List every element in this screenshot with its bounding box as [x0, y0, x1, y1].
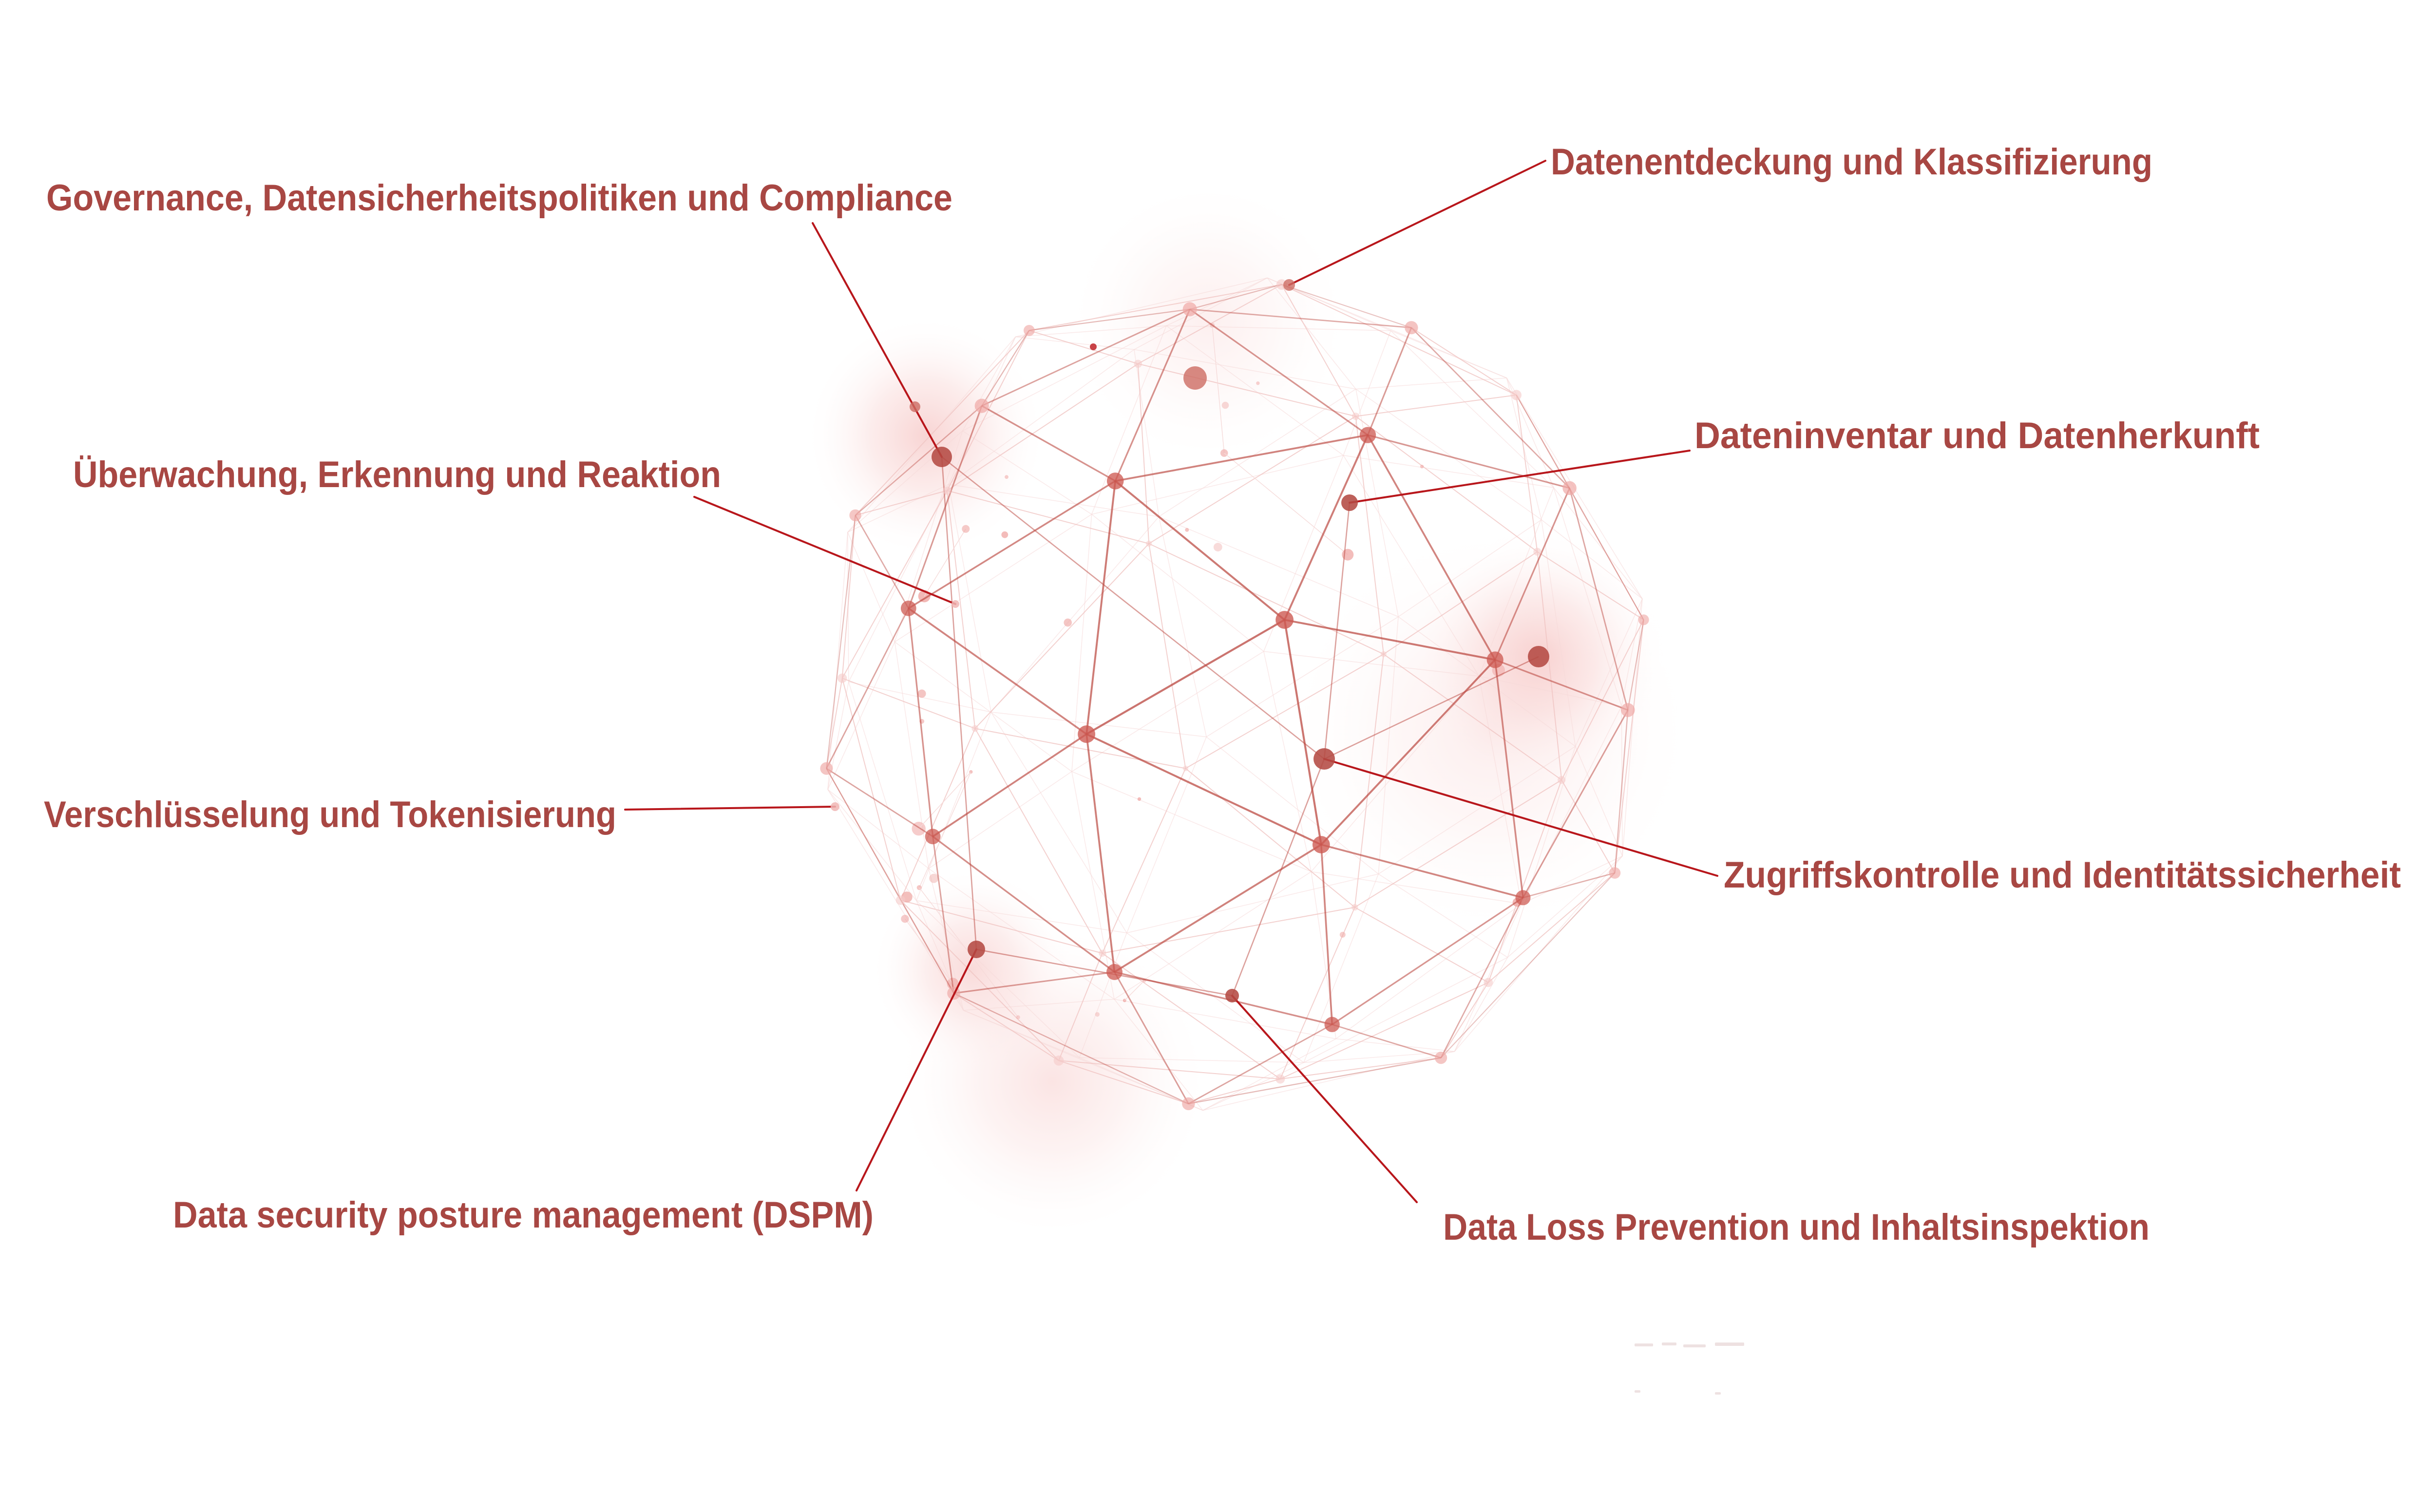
category-labels: Governance, Datensicherheitspolitiken un… — [44, 141, 2401, 1248]
hub-chords — [941, 456, 1539, 997]
mesh-hub-node — [1090, 343, 1097, 350]
label-encryption-tokenization: Verschlüsselung und Tokenisierung — [44, 794, 616, 835]
connector-encryption — [624, 806, 836, 811]
connector-inventory — [1349, 450, 1691, 504]
watermark-remnant — [1635, 1342, 1744, 1395]
label-data-inventory-lineage: Dateninventar und Datenherkunft — [1694, 415, 2260, 456]
anchor-nodes — [831, 279, 1549, 1002]
label-governance-compliance: Governance, Datensicherheitspolitiken un… — [46, 177, 952, 219]
node-dspm — [968, 941, 985, 958]
connector-access — [1323, 758, 1718, 877]
node-monitoring — [952, 600, 959, 608]
node-governance — [932, 447, 952, 467]
connector-discovery — [1288, 160, 1546, 286]
node-discovery — [1283, 279, 1295, 291]
connector-dlp — [1231, 995, 1418, 1203]
glow-effects — [804, 175, 1700, 1242]
sphere-mesh-front — [826, 284, 1644, 1105]
node-dlp — [1225, 989, 1239, 1002]
connector-monitoring — [693, 496, 956, 605]
mesh-hub-node — [1183, 366, 1207, 390]
sphere-mesh-ghost — [827, 277, 1643, 1111]
label-access-control-identity: Zugriffskontrolle und Identitätssicherhe… — [1724, 854, 2401, 896]
label-dlp-content-inspection: Data Loss Prevention und Inhaltsinspekti… — [1443, 1207, 2150, 1248]
connector-governance — [812, 222, 943, 458]
connector-dspm — [856, 948, 977, 1191]
mesh-hub-node — [1528, 646, 1549, 667]
node-encryption — [831, 802, 839, 811]
node-inventory — [1341, 494, 1358, 511]
mesh-hub-node — [910, 401, 920, 412]
label-connectors — [624, 160, 1718, 1203]
label-monitoring-detection-response: Überwachung, Erkennung und Reaktion — [73, 454, 721, 495]
label-dspm: Data security posture management (DSPM) — [173, 1194, 874, 1236]
node-access — [1313, 748, 1335, 770]
label-data-discovery-classification: Datenentdeckung und Klassifizierung — [1551, 141, 2152, 183]
